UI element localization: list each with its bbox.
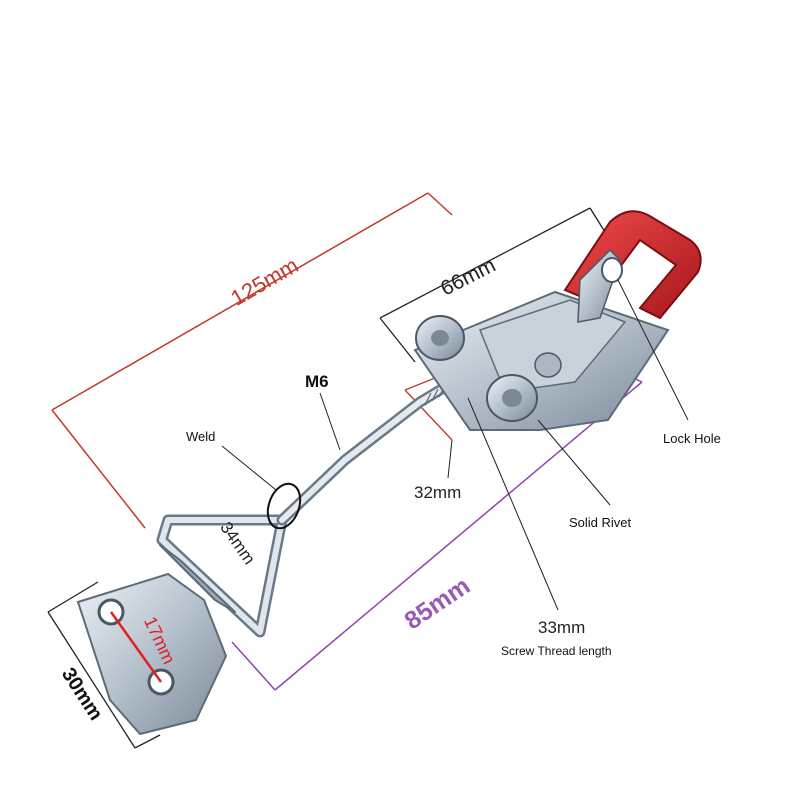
solid-rivet-head [502,389,522,407]
solid-rivet-label: Solid Rivet [569,515,632,530]
hole-spacing-line [109,611,163,683]
base-offset-leader [447,439,453,479]
hook-length-label: 85mm [400,572,476,636]
rivet [534,352,562,378]
overall-length-label: 125mm [226,252,302,310]
weld-leader [221,445,277,491]
plate-width-dimension [47,581,161,749]
weld-marker [266,482,302,530]
pivot-pin-left [431,330,449,346]
lock-hole-icon [601,257,623,283]
loop-length-label: 34mm [216,518,259,568]
lock-hole-label: Lock Hole [663,431,721,446]
solid-rivet-leader [537,419,611,506]
overall-length-dimension [51,192,453,529]
latch-length-label: 66mm [437,254,499,301]
lock-hole-leader [617,279,689,421]
red-handle [563,210,702,323]
base-offset-label: 32mm [414,483,461,502]
catch-loop [156,514,288,638]
thread-length-label: 33mm [538,618,585,637]
plate-width-label: 30mm [57,664,107,724]
latch-body [413,290,670,431]
thread-size-label: M6 [305,372,329,391]
weld-label: Weld [186,429,215,444]
screw-thread-label: Screw Thread length [501,644,612,658]
thread-size-leader [319,392,341,451]
thread-length-leader [467,397,559,611]
